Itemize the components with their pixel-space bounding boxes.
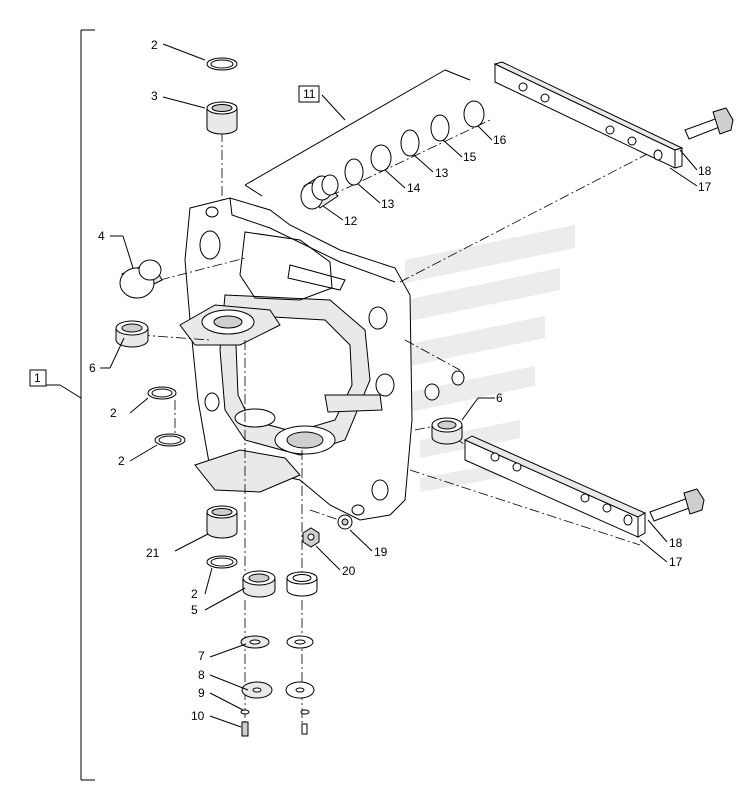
part-14-ring xyxy=(370,144,392,172)
part-17-strap-upper xyxy=(493,61,684,169)
center-lines xyxy=(139,119,656,730)
callout-11: 11 xyxy=(303,87,316,101)
part-20-nut xyxy=(302,527,320,548)
callout-box-1 xyxy=(29,369,47,387)
part-10-screw xyxy=(241,721,308,737)
part-5-bushing-ghost xyxy=(286,571,318,597)
part-16-ring xyxy=(463,100,485,128)
callout-9: 9 xyxy=(198,686,205,700)
callout-2-low: 2 xyxy=(118,454,125,468)
part-2-snap-ring-top xyxy=(206,57,238,71)
part-3-bushing xyxy=(206,101,238,135)
part-6-bushing-left xyxy=(115,320,149,348)
callout-6-right: 6 xyxy=(496,391,503,405)
callout-18-upper: 18 xyxy=(698,164,712,178)
leader-lines xyxy=(40,43,698,728)
callout-10: 10 xyxy=(191,709,205,723)
callout-17-upper: 17 xyxy=(698,180,712,194)
part-13-ring-a xyxy=(344,158,364,186)
part-5-bushing xyxy=(242,570,276,598)
part-2-snap-ring-bottom xyxy=(206,555,238,569)
callout-7: 7 xyxy=(198,649,205,663)
callout-21: 21 xyxy=(146,546,160,560)
part-17-strap-lower xyxy=(463,435,647,538)
part-21-bushing xyxy=(206,505,238,539)
part-9-lockwasher xyxy=(240,709,310,715)
main-bracket-housing xyxy=(179,197,465,521)
part-4-cap xyxy=(119,259,163,299)
part-2-snap-ring-low xyxy=(154,433,186,447)
callout-13-a: 13 xyxy=(381,197,395,211)
assembly-bracket xyxy=(80,29,95,781)
callout-6-left: 6 xyxy=(89,361,96,375)
callout-18-lower: 18 xyxy=(669,536,683,550)
callout-20: 20 xyxy=(342,564,356,578)
part-12-plug xyxy=(300,174,339,210)
callout-5: 5 xyxy=(191,603,198,617)
part-8-plate xyxy=(241,681,315,699)
callout-2-bottom: 2 xyxy=(191,587,198,601)
part-13-ring-b xyxy=(400,129,420,157)
callout-box-11 xyxy=(298,85,320,103)
callout-17-lower: 17 xyxy=(669,555,683,569)
part-18-bolt-lower xyxy=(649,488,705,522)
callout-2-mid: 2 xyxy=(110,406,117,420)
callout-4: 4 xyxy=(98,229,105,243)
part-19-washer xyxy=(337,514,353,530)
callout-14: 14 xyxy=(407,181,421,195)
part-7-washer xyxy=(240,635,314,649)
callout-16: 16 xyxy=(493,133,507,147)
part-15-ring xyxy=(430,114,450,142)
part-2-snap-ring-mid xyxy=(147,386,177,400)
callout-2-top: 2 xyxy=(151,38,158,52)
callout-13-b: 13 xyxy=(435,166,449,180)
callout-1: 1 xyxy=(34,371,41,385)
callout-3: 3 xyxy=(151,89,158,103)
callout-8: 8 xyxy=(198,668,205,682)
callout-12: 12 xyxy=(344,214,358,228)
part-6-bushing-right xyxy=(431,417,463,445)
group-bracket-11 xyxy=(244,69,471,197)
callout-15: 15 xyxy=(463,150,477,164)
callout-labels: 1 11 2 3 4 6 2 2 21 2 5 7 8 9 10 12 13 1… xyxy=(29,38,712,723)
callout-19: 19 xyxy=(374,545,388,559)
part-18-bolt-upper xyxy=(684,107,734,140)
